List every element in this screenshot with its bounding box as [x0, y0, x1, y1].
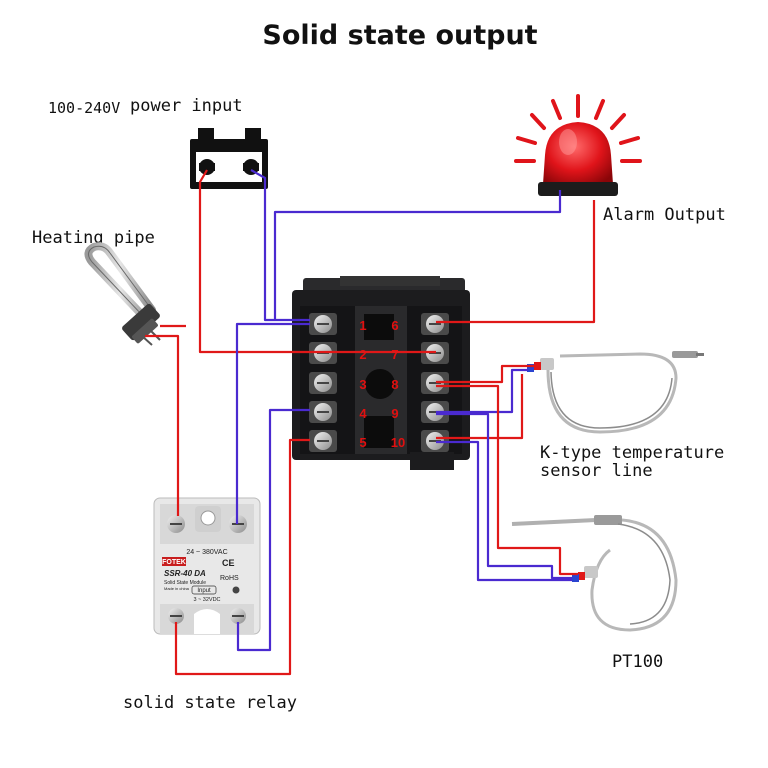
terminal-screw	[421, 430, 449, 452]
ssr-model: SSR-40 DA	[164, 569, 206, 578]
wire-red	[145, 334, 180, 516]
terminal-screw	[309, 313, 337, 335]
wire-red	[198, 169, 436, 354]
terminal-number-2: 2	[359, 347, 366, 362]
power-input-voltage-label: 100-240V	[48, 99, 120, 117]
wire-blue	[250, 169, 310, 322]
terminal-screw	[309, 401, 337, 423]
wire-red	[436, 364, 534, 384]
ssr-top-left-screw	[167, 515, 185, 533]
power-input-label: power input	[130, 96, 243, 116]
terminal-number-4: 4	[359, 406, 367, 421]
k-type-sensor-icon	[527, 351, 704, 434]
alarm-beacon-icon	[514, 94, 642, 196]
solid-state-relay: 24 ~ 380VAC FOTEK CE SSR-40 DA Solid Sta…	[153, 497, 261, 635]
heating-pipe-label: Heating pipe	[32, 228, 155, 248]
wire-red	[436, 200, 596, 324]
terminal-screw	[309, 372, 337, 394]
terminal-screw	[421, 313, 449, 335]
ssr-brand: FOTEK	[162, 559, 186, 566]
wire-blue	[236, 408, 310, 652]
ssr-input-label: Input	[197, 588, 211, 594]
terminal-number-5: 5	[359, 435, 366, 450]
ssr-bottom-right-screw	[230, 608, 246, 624]
wire-blue	[273, 190, 562, 320]
ssr-ce-mark: CE	[222, 558, 235, 568]
wire-blue	[436, 440, 572, 582]
wire-red	[436, 374, 524, 440]
wire-blue	[235, 322, 310, 524]
terminal-number-1: 1	[359, 318, 366, 333]
ssr-module-text: Solid State Module	[164, 580, 206, 586]
ssr-rohs-mark: RoHS	[220, 575, 239, 582]
wire-blue	[436, 412, 572, 580]
terminal-number-10: 10	[391, 435, 405, 450]
terminal-numbers: 1 2 3 4 5 6 7 8 9 10	[359, 318, 405, 450]
ssr-input-range: 3 ~ 32VDC	[193, 597, 220, 603]
wire-red	[436, 384, 578, 576]
pt100-sensor-icon	[511, 515, 678, 632]
terminal-number-3: 3	[359, 377, 366, 392]
ssr-voltage-range: 24 ~ 380VAC	[186, 549, 227, 556]
wire-blue	[436, 368, 528, 414]
k-type-label-line1: K-type temperature	[540, 443, 724, 463]
heating-pipe-icon	[84, 242, 161, 346]
k-type-label-line2: sensor line	[540, 461, 653, 481]
terminal-screw	[309, 430, 337, 452]
ssr-bottom-left-screw	[168, 608, 184, 624]
solid-state-relay-label: solid state relay	[123, 693, 297, 713]
wires	[145, 169, 596, 676]
terminal-number-9: 9	[391, 406, 398, 421]
diagram-title: Solid state output	[262, 20, 537, 51]
terminal-number-7: 7	[391, 347, 398, 362]
terminal-screw	[421, 401, 449, 423]
terminal-screw	[421, 372, 449, 394]
power-plug-icon	[190, 128, 268, 189]
ssr-made-in: Made in china	[164, 586, 190, 591]
terminal-number-6: 6	[391, 318, 398, 333]
pt100-label: PT100	[612, 652, 663, 672]
terminal-number-8: 8	[391, 377, 398, 392]
wire-red	[174, 438, 310, 676]
alarm-output-label: Alarm Output	[603, 205, 726, 225]
